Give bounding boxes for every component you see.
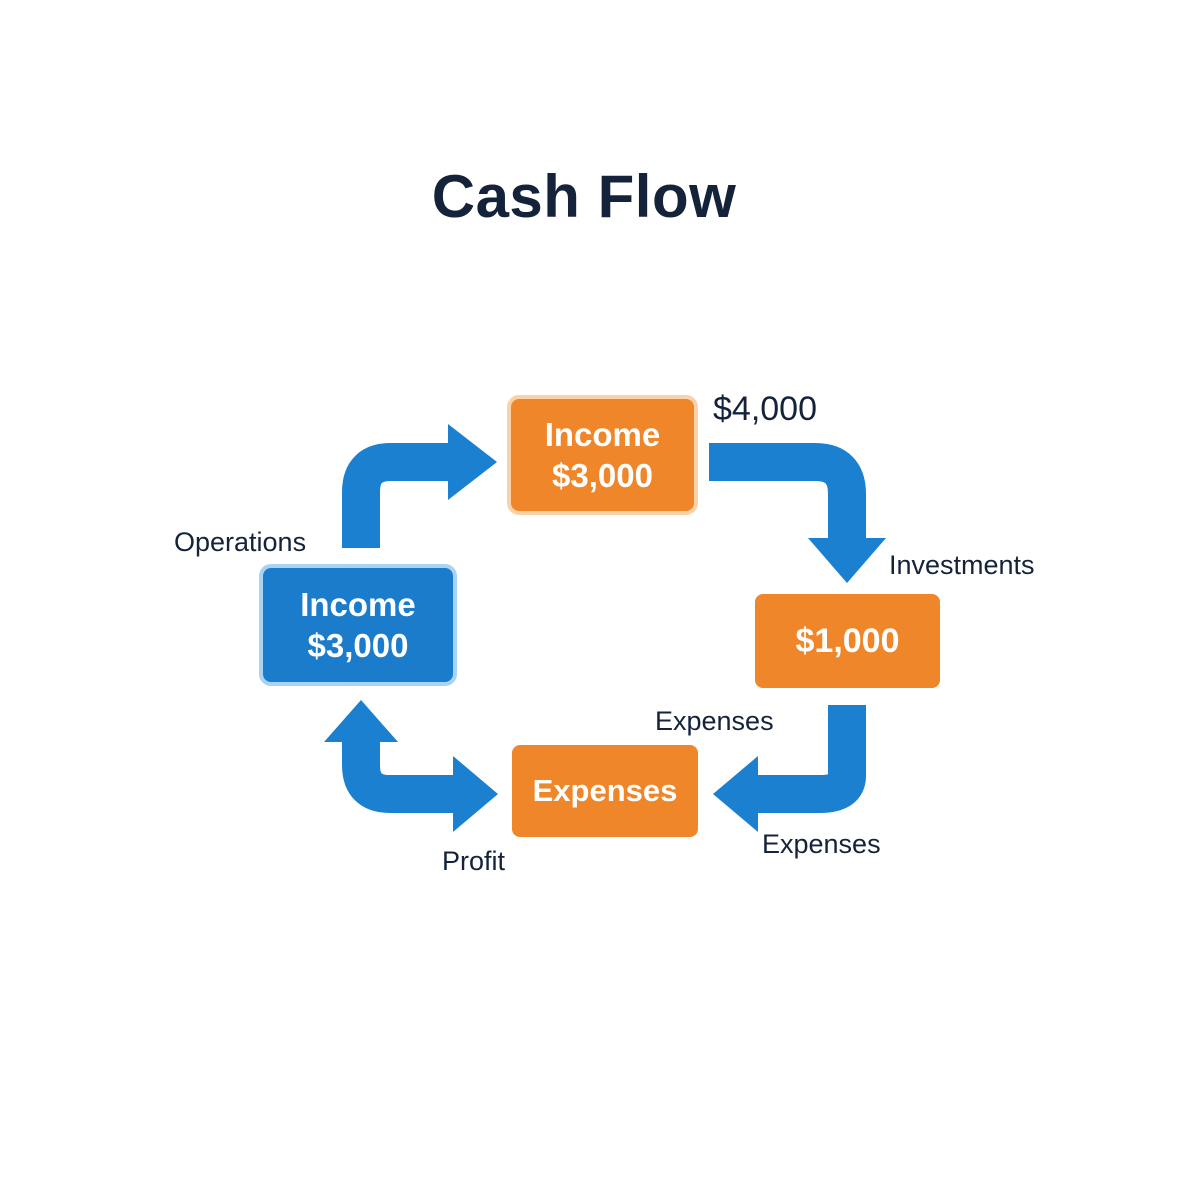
investment-amount-box: $1,000 (755, 594, 940, 688)
expenses-label-above: Expenses (655, 706, 774, 736)
income-left-label: Income (300, 585, 416, 623)
income-top-box: Income $3,000 (511, 399, 694, 511)
investments-label: Investments (889, 550, 1035, 580)
expenses-label-below: Expenses (762, 829, 881, 859)
expenses-box: Expenses (512, 745, 698, 837)
arrow-profit (324, 700, 498, 832)
income-left-box: Income $3,000 (263, 568, 453, 682)
expenses-box-label: Expenses (532, 772, 678, 808)
income-left-amount: $3,000 (307, 627, 409, 664)
income-top-amount: $3,000 (552, 457, 653, 494)
diagram-title: Cash Flow (431, 163, 737, 230)
income-top-label: Income (544, 415, 661, 453)
investment-amount: $1,000 (795, 621, 900, 660)
amount-label-top: $4,000 (713, 390, 817, 428)
arrow-operations (342, 424, 497, 548)
profit-label: Profit (442, 846, 506, 876)
operations-label: Operations (174, 527, 307, 557)
arrow-expenses (713, 705, 866, 832)
arrow-investments (709, 443, 886, 583)
